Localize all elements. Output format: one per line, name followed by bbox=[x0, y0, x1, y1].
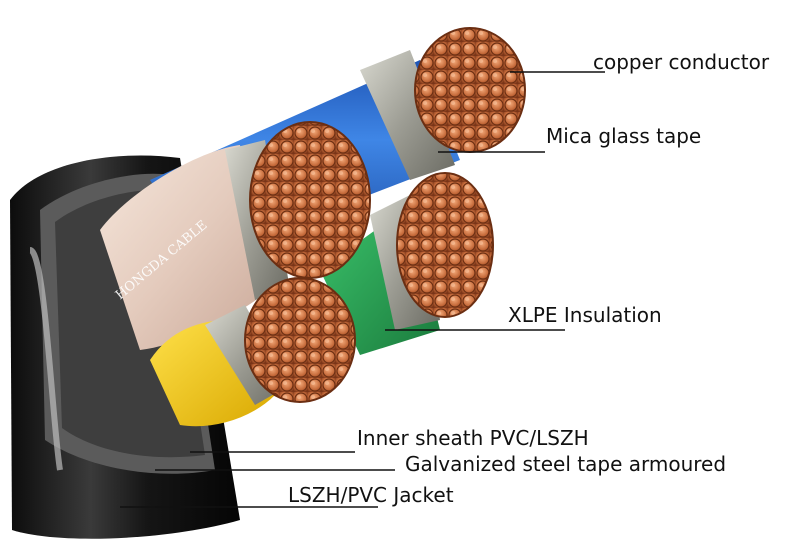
label-mica-glass-tape: Mica glass tape bbox=[546, 124, 702, 148]
label-steel-tape: Galvanized steel tape armoured bbox=[405, 452, 727, 476]
mica-tape-top bbox=[360, 50, 455, 180]
label-inner-sheath: Inner sheath PVC/LSZH bbox=[357, 426, 589, 450]
copper-conductor-top bbox=[415, 28, 525, 152]
copper-conductor-bottom bbox=[245, 278, 355, 402]
beige-core-insulation bbox=[100, 145, 270, 350]
label-jacket: LSZH/PVC Jacket bbox=[288, 483, 454, 507]
leader-lines bbox=[120, 71, 605, 508]
label-xlpe-insulation: XLPE Insulation bbox=[508, 303, 662, 327]
copper-conductor-left bbox=[250, 122, 370, 278]
label-copper-conductor: copper conductor bbox=[593, 50, 770, 74]
copper-conductor-right bbox=[397, 173, 493, 317]
